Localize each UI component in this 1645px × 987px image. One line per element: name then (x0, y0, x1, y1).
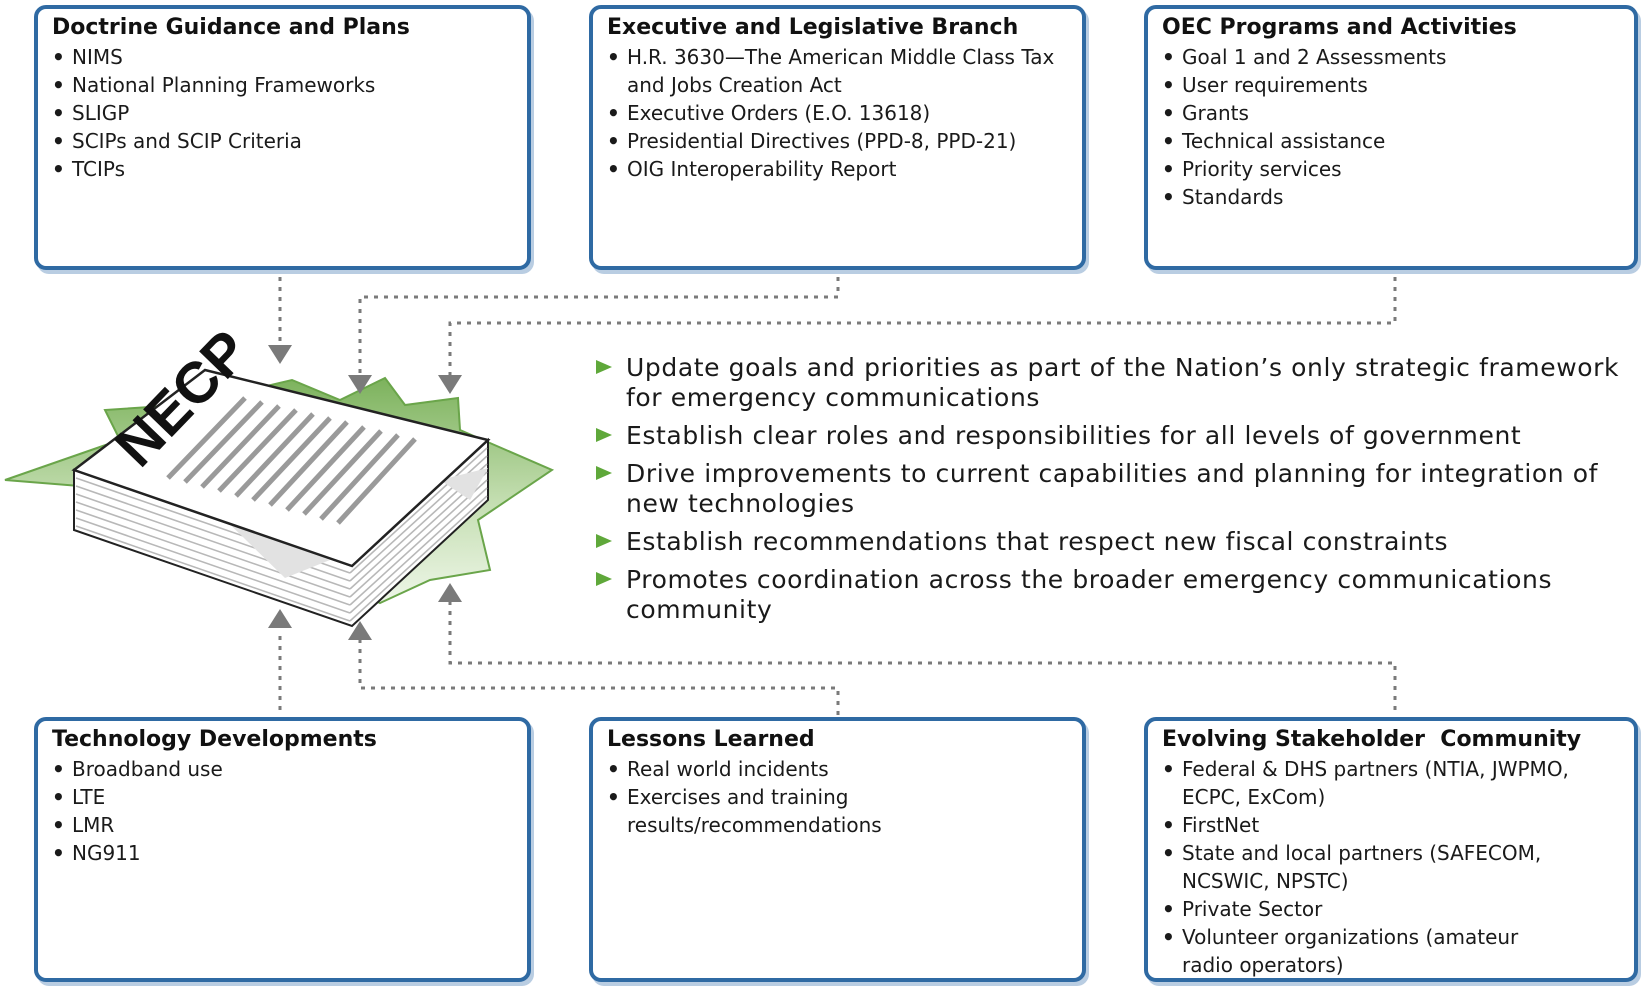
technology-title: Technology Developments (52, 727, 377, 752)
list-item: H.R. 3630—The American Middle Class Tax … (607, 43, 1070, 99)
lessons-title: Lessons Learned (607, 727, 815, 752)
goal-item: Update goals and priorities as part of t… (594, 353, 1634, 413)
goal-text: Establish recommendations that respect n… (626, 527, 1449, 556)
list-item: Goal 1 and 2 Assessments (1162, 43, 1622, 71)
arrow-oec (448, 277, 1397, 375)
doctrine-list: NIMS National Planning Frameworks SLIGP … (52, 43, 515, 183)
triangle-bullet-icon (596, 572, 612, 586)
list-item: Presidential Directives (PPD-8, PPD-21) (607, 127, 1070, 155)
goal-text: Promotes coordination across the broader… (626, 565, 1553, 624)
list-item: SCIPs and SCIP Criteria (52, 127, 515, 155)
executive-list: H.R. 3630—The American Middle Class Tax … (607, 43, 1070, 183)
list-item: State and local partners (SAFECOM, NCSWI… (1162, 839, 1622, 895)
list-item: Real world incidents (607, 755, 1070, 783)
stakeholder-list: Federal & DHS partners (NTIA, JWPMO, ECP… (1162, 755, 1622, 978)
list-item: SLIGP (52, 99, 515, 127)
goal-text: Drive improvements to current capabiliti… (626, 459, 1599, 518)
arrowhead-lessons (348, 621, 372, 640)
arrowhead-oec (438, 375, 462, 394)
list-item: National Planning Frameworks (52, 71, 515, 99)
oec-title: OEC Programs and Activities (1162, 15, 1517, 40)
arrow-executive (358, 277, 840, 375)
goals-list: Update goals and priorities as part of t… (594, 353, 1634, 633)
list-item: Broadband use (52, 755, 515, 783)
arrow-lessons (358, 640, 840, 715)
list-item: Exercises and training results/recommend… (607, 783, 1070, 839)
arrowhead-stakeholder (438, 583, 462, 602)
triangle-bullet-icon (596, 466, 612, 480)
oec-list: Goal 1 and 2 Assessments User requiremen… (1162, 43, 1622, 211)
doctrine-box: Doctrine Guidance and Plans NIMS Nationa… (34, 5, 531, 270)
lessons-list: Real world incidents Exercises and train… (607, 755, 1070, 839)
list-item: OIG Interoperability Report (607, 155, 1070, 183)
arrowhead-technology (268, 609, 292, 628)
technology-list: Broadband use LTE LMR NG911 (52, 755, 515, 867)
list-item: Technical assistance (1162, 127, 1622, 155)
goal-item: Drive improvements to current capabiliti… (594, 459, 1634, 519)
lessons-box: Lessons Learned Real world incidents Exe… (589, 717, 1086, 982)
list-item: NIMS (52, 43, 515, 71)
goal-item: Establish clear roles and responsibiliti… (594, 421, 1634, 451)
oec-box: OEC Programs and Activities Goal 1 and 2… (1144, 5, 1638, 270)
list-item: Standards (1162, 183, 1622, 211)
stakeholder-box: Evolving Stakeholder Community Federal &… (1144, 717, 1638, 982)
arrowhead-group (268, 345, 462, 640)
list-item: Grants (1162, 99, 1622, 127)
list-item: Federal & DHS partners (NTIA, JWPMO, ECP… (1162, 755, 1622, 811)
arrowhead-doctrine (268, 345, 292, 364)
list-item: NG911 (52, 839, 515, 867)
doctrine-title: Doctrine Guidance and Plans (52, 15, 410, 40)
executive-title: Executive and Legislative Branch (607, 15, 1019, 40)
list-item: TCIPs (52, 155, 515, 183)
goal-item: Promotes coordination across the broader… (594, 565, 1634, 625)
list-item: Executive Orders (E.O. 13618) (607, 99, 1070, 127)
goal-text: Update goals and priorities as part of t… (626, 353, 1620, 412)
executive-box: Executive and Legislative Branch H.R. 36… (589, 5, 1086, 270)
triangle-bullet-icon (596, 360, 612, 374)
triangle-bullet-icon (596, 534, 612, 548)
stakeholder-title: Evolving Stakeholder Community (1162, 727, 1582, 752)
goal-text: Establish clear roles and responsibiliti… (626, 421, 1522, 450)
list-item: Private Sector (1162, 895, 1622, 923)
document-stack-icon: NECP (71, 318, 491, 628)
list-item: User requirements (1162, 71, 1622, 99)
goal-item: Establish recommendations that respect n… (594, 527, 1634, 557)
arrowhead-executive (348, 375, 372, 394)
technology-box: Technology Developments Broadband use LT… (34, 717, 531, 982)
list-item: Priority services (1162, 155, 1622, 183)
list-item: LTE (52, 783, 515, 811)
list-item: LMR (52, 811, 515, 839)
arrow-stakeholder (448, 602, 1397, 710)
list-item: Volunteer organizations (amateur radio o… (1162, 923, 1622, 978)
triangle-bullet-icon (596, 428, 612, 442)
list-item: FirstNet (1162, 811, 1622, 839)
